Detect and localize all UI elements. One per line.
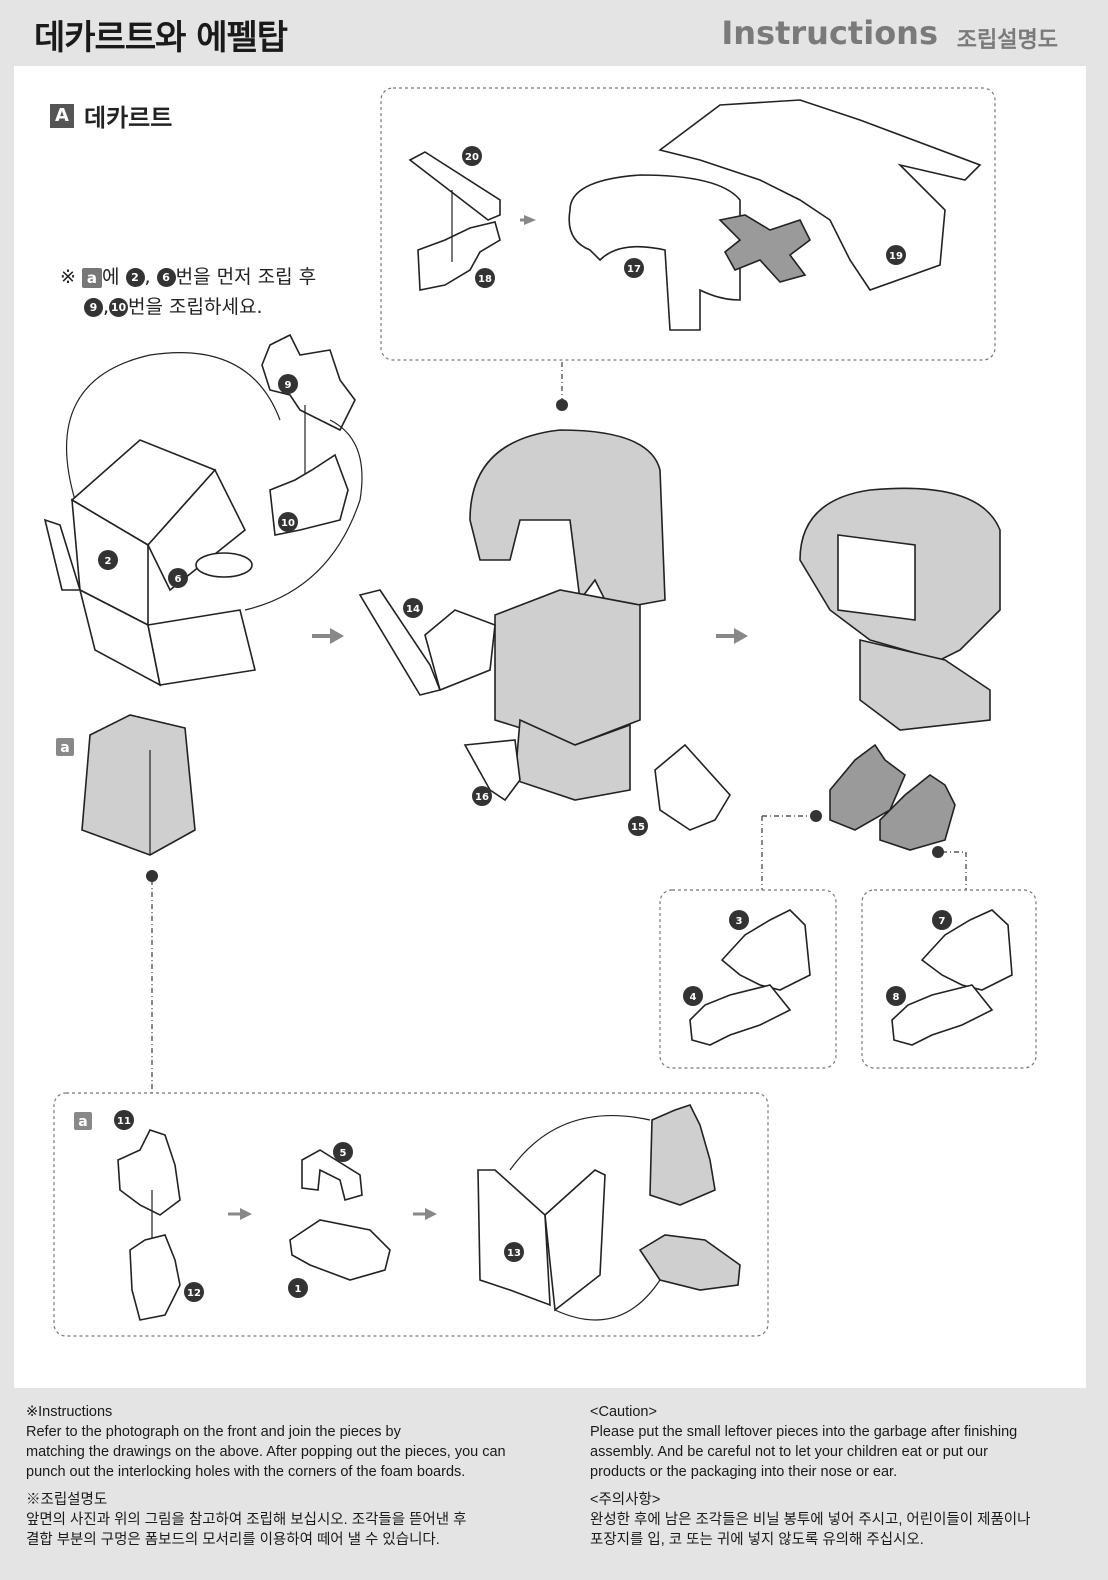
- step-arrow-icon: [330, 628, 344, 644]
- note-line-2: 9,10번을 조립하세요.: [60, 292, 316, 322]
- note-num-6: 6: [156, 268, 176, 287]
- note-text: ,: [144, 266, 157, 288]
- piece-18-drawing: [417, 221, 501, 291]
- caution-en-line: assembly. And be careful not to let your…: [590, 1444, 988, 1460]
- label-16: 16: [475, 792, 489, 803]
- instructions-en-line: punch out the interlocking holes with th…: [26, 1464, 466, 1480]
- piece-6-drawing: [195, 552, 253, 578]
- label-14: 14: [406, 604, 420, 615]
- caution-ko-line: 포장지를 입, 코 또는 귀에 넣지 않도록 유의해 주십시오.: [590, 1532, 924, 1548]
- note-symbol: ※: [60, 266, 76, 288]
- piece-1-drawing: [289, 1219, 391, 1281]
- stand-upper-drawing: [649, 1104, 716, 1206]
- piece-15-drawing: [654, 743, 731, 831]
- foot-right-drawing: [879, 774, 956, 851]
- piece-11-drawing: [117, 1129, 181, 1216]
- label-7: 7: [939, 916, 946, 927]
- foot-left-drawing: [829, 743, 906, 831]
- label-9: 9: [285, 380, 292, 391]
- piece-5-drawing: [301, 1149, 363, 1202]
- caution-ko-line: 완성한 후에 남은 조각들은 비닐 봉투에 넣어 주시고, 어린이들이 제품이나: [590, 1512, 1031, 1528]
- note-sub-a-badge: a: [81, 267, 102, 288]
- sub-a-badge: [56, 738, 74, 756]
- page-header: 데카르트와 에펠탑 Instructions 조립설명도: [0, 0, 1108, 68]
- instructions-title: Instructions: [721, 14, 938, 52]
- piece-19-drawing: [658, 99, 982, 291]
- note-num-9: 9: [84, 298, 103, 317]
- section-title: 데카르트: [84, 104, 173, 132]
- head-drawing: [469, 429, 666, 611]
- section-letter-badge: A: [50, 103, 74, 128]
- assembly-diagram: 20 18 17 19 2 6 9 10 a 14: [43, 87, 1037, 1337]
- piece-13-left: [477, 1169, 551, 1307]
- instructions-subtitle: 조립설명도: [956, 28, 1058, 53]
- label-18: 18: [478, 274, 492, 285]
- label-15: 15: [631, 822, 645, 833]
- assembled-body-drawing: [859, 638, 991, 731]
- instructions-en-line: matching the drawings on the above. Afte…: [26, 1444, 506, 1460]
- note-num-2: 2: [125, 268, 145, 287]
- stand-base-drawing: [638, 1234, 741, 1291]
- instructions-en-line: Refer to the photograph on the front and…: [26, 1424, 401, 1440]
- label-11: 11: [117, 1116, 131, 1127]
- label-3: 3: [736, 916, 743, 927]
- instructions-ko-line: 앞면의 사진과 위의 그림을 참고하여 조립해 보십시오. 조각들을 뜯어낸 후: [26, 1512, 467, 1528]
- note-text: 번을 조립하세요.: [128, 296, 263, 318]
- piece-20-drawing: [408, 151, 501, 221]
- label-19: 19: [889, 251, 903, 262]
- caution-en-line: Please put the small leftover pieces int…: [590, 1424, 1018, 1440]
- body-box-drawing: [494, 589, 641, 746]
- note-text: 번을 먼저 조립 후: [175, 266, 317, 288]
- stand-a-drawing: [81, 714, 196, 856]
- label-20-circle: [462, 146, 482, 166]
- label-12: 12: [187, 1288, 201, 1299]
- label-20: 20: [465, 152, 479, 163]
- step-arrow-icon: [524, 215, 536, 225]
- instructions-ko-line: 결합 부분의 구멍은 폼보드의 모서리를 이용하여 떼어 낼 수 있습니다.: [26, 1532, 440, 1548]
- piece-14-drawing: [358, 589, 442, 696]
- piece-16-drawing: [463, 739, 521, 802]
- instructions-ko-heading: ※조립설명도: [26, 1492, 108, 1508]
- label-13: 13: [507, 1248, 521, 1259]
- sub-a-box-label: a: [78, 1114, 87, 1130]
- footer-caution: <Caution> Please put the small leftover …: [590, 1402, 1090, 1550]
- footer-instructions: ※Instructions Refer to the photograph on…: [26, 1402, 566, 1550]
- sub-a-label: a: [60, 740, 69, 756]
- piece-8-drawing: [891, 984, 994, 1046]
- step-arrow-icon: [734, 628, 748, 644]
- caution-en-heading: <Caution>: [590, 1404, 657, 1420]
- label-4: 4: [690, 992, 697, 1003]
- piece-17-drawing: [568, 174, 741, 331]
- section-heading: A 데카르트: [50, 98, 172, 133]
- note-sep: ,: [103, 296, 110, 318]
- piece-4-drawing: [689, 984, 792, 1046]
- piece-12-drawing: [129, 1234, 181, 1321]
- label-17: 17: [627, 264, 641, 275]
- label-2: 2: [105, 556, 112, 567]
- label-6: 6: [175, 574, 182, 585]
- cross-piece-drawing: [718, 214, 812, 283]
- footer: ※Instructions Refer to the photograph on…: [0, 1392, 1108, 1580]
- caution-en-line: products or the packaging into their nos…: [590, 1464, 898, 1480]
- label-1: 1: [295, 1284, 302, 1295]
- note-num-10: 10: [109, 298, 129, 317]
- note-text: 에: [101, 266, 126, 288]
- label-8: 8: [893, 992, 900, 1003]
- piece-3-drawing: [720, 909, 811, 991]
- piece-13-right: [544, 1169, 606, 1312]
- page-title: 데카르트와 에펠탑: [34, 18, 288, 58]
- caution-ko-heading: <주의사항>: [590, 1492, 661, 1508]
- label-10: 10: [281, 518, 295, 529]
- label-5: 5: [340, 1148, 347, 1159]
- instructions-en-heading: ※Instructions: [26, 1404, 113, 1420]
- piece-7-drawing: [920, 909, 1013, 991]
- piece-9-drawing: [261, 333, 356, 432]
- label-18-circle: [475, 268, 495, 288]
